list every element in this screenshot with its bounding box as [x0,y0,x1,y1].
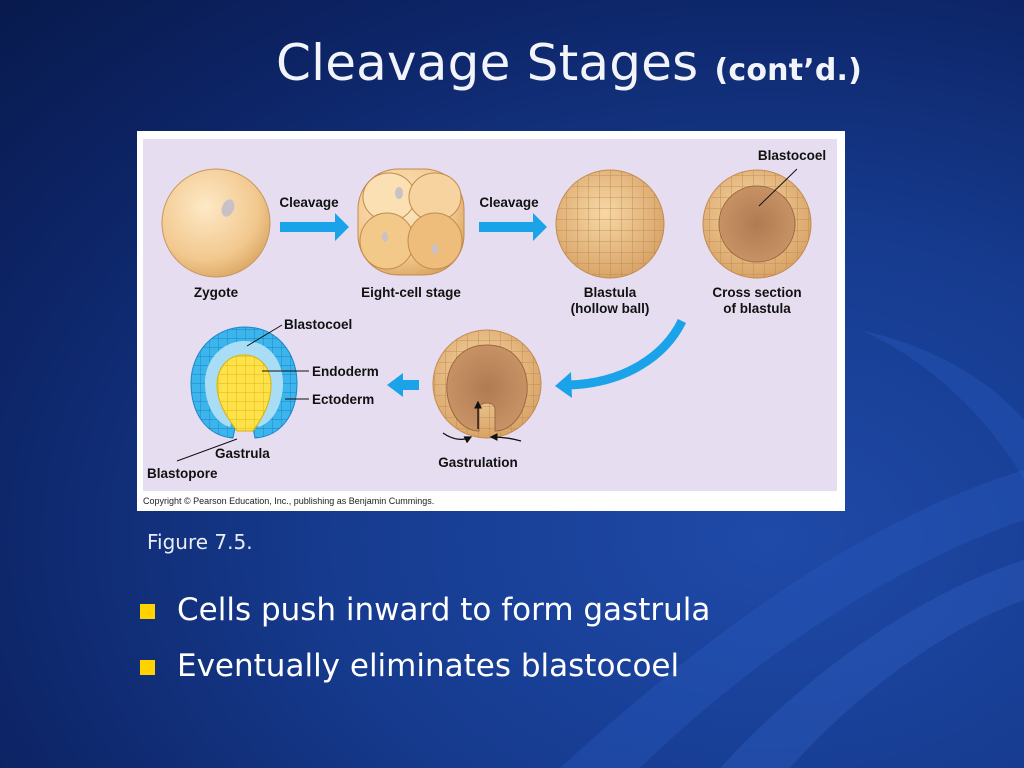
label-blastopore: Blastopore [147,466,218,481]
cleavage-arrow-1 [280,213,349,241]
label-endoderm: Endoderm [312,364,379,379]
eight-cell-illustration [357,168,465,276]
figure-caption: Figure 7.5. [147,530,253,554]
inward-arrow-right [489,433,522,442]
zygote-illustration [161,168,271,278]
bullet-text: Cells push inward to form gastrula [177,592,711,628]
label-cross-section-line1: Cross section [712,285,801,300]
slide-title: Cleavage Stages (cont’d.) [276,34,862,92]
title-suffix: (cont’d.) [714,53,863,88]
label-ectoderm: Ectoderm [312,392,374,407]
label-cleavage-2: Cleavage [479,195,539,210]
label-zygote: Zygote [194,285,239,300]
label-gastrulation: Gastrulation [438,455,518,470]
bullet-text: Eventually eliminates blastocoel [177,648,680,684]
cleavage-figure: Zygote Cleavage Eight-cell stage Cleavag… [137,131,845,511]
label-cross-section-line2: of blastula [723,301,791,316]
cleavage-arrow-2 [479,213,547,241]
title-main: Cleavage Stages [276,34,699,92]
blastula-cross-section-illustration [702,169,812,279]
bullet-list: Cells push inward to form gastrula Event… [140,582,710,694]
blastula-illustration [555,169,665,279]
label-eight-cell: Eight-cell stage [361,285,461,300]
gastrulation-illustration [432,329,542,439]
cleavage-diagram: Zygote Cleavage Eight-cell stage Cleavag… [143,139,837,506]
gastrula-arrow [387,373,419,397]
figure-copyright: Copyright © Pearson Education, Inc., pub… [143,496,434,506]
label-blastula-line1: Blastula [584,285,637,300]
bullet-item: Eventually eliminates blastocoel [140,638,710,694]
bullet-item: Cells push inward to form gastrula [140,582,710,638]
square-bullet-icon [140,659,155,675]
gastrula-illustration [190,326,298,439]
label-gastrula: Gastrula [215,446,270,461]
blastocoel-pointer-top [758,168,798,207]
curved-arrow [555,318,687,398]
blastopore-pointer [176,438,238,462]
label-cleavage-1: Cleavage [279,195,339,210]
label-blastula-line2: (hollow ball) [571,301,650,316]
inward-arrow-left [442,432,473,444]
blastocoel-pointer-gastrula [246,324,283,347]
label-blastocoel-top: Blastocoel [758,148,826,163]
label-blastocoel-gastrula: Blastocoel [284,317,352,332]
square-bullet-icon [140,603,155,619]
